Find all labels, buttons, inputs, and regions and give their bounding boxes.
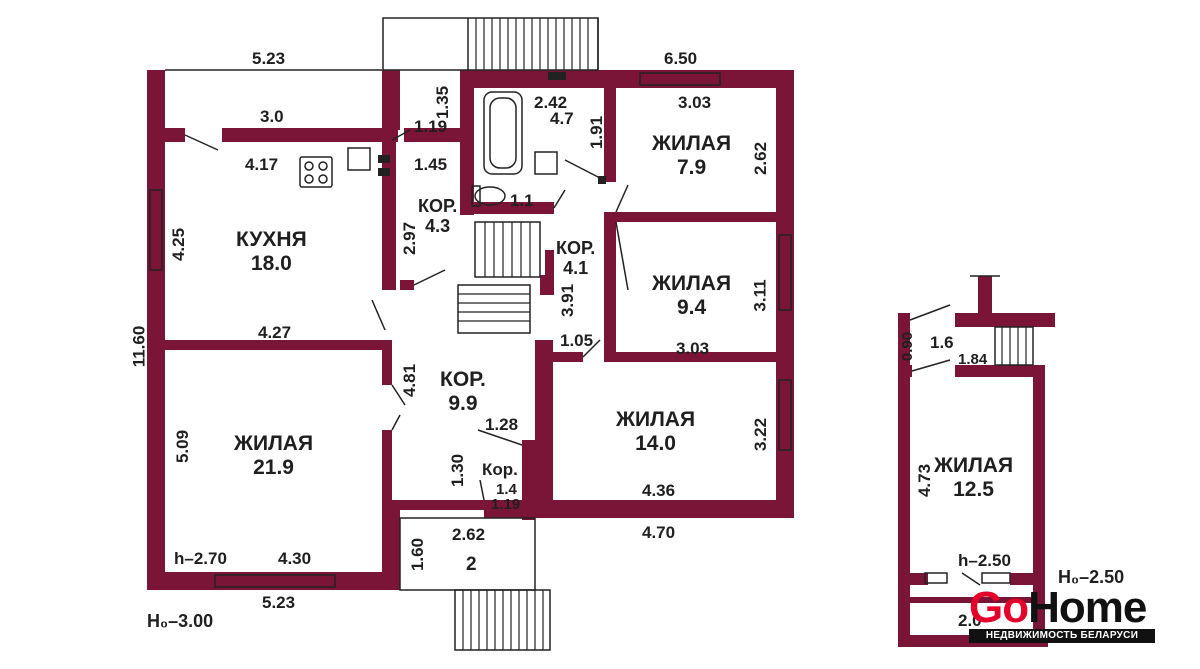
room-corridor-9-9-area: 9.9 bbox=[448, 391, 478, 415]
dim-1-6: 1.6 bbox=[930, 333, 954, 352]
room-bedroom-21-9-name: ЖИЛАЯ bbox=[234, 432, 314, 455]
room-attic-bedroom-name: ЖИЛАЯ bbox=[934, 454, 1014, 477]
level-attic: H₀–2.50 bbox=[1058, 567, 1125, 587]
dim-4-27: 4.27 bbox=[258, 323, 292, 342]
dim-4-25: 4.25 bbox=[169, 227, 189, 262]
dim-1-91: 1.91 bbox=[587, 115, 607, 150]
dim-4-81: 4.81 bbox=[400, 363, 420, 398]
room-bedroom-21-9: ЖИЛАЯ 21.9 bbox=[234, 432, 313, 479]
dim-1-1: 1.1 bbox=[510, 191, 534, 210]
dim-1-05: 1.05 bbox=[560, 331, 594, 350]
outline-lines bbox=[149, 17, 1034, 651]
room-corridor-4-3-name: КОР. bbox=[418, 196, 458, 216]
small-fixtures bbox=[378, 72, 606, 184]
logo-tagline: НЕДВИЖИМОСТЬ БЕЛАРУСИ bbox=[969, 629, 1155, 643]
room-corridor-9-9-name: КОР. bbox=[440, 368, 486, 391]
room-bedroom-7-9: ЖИЛАЯ 7.9 bbox=[652, 132, 731, 179]
gohome-logo: GoHome НЕДВИЖИМОСТЬ БЕЛАРУСИ bbox=[969, 583, 1159, 643]
dim-total-height: 11.60 bbox=[129, 325, 149, 368]
dim-3-22: 3.22 bbox=[751, 417, 771, 452]
dim-0-90: 0.90 bbox=[899, 331, 917, 362]
dim-3-11: 3.11 bbox=[750, 279, 770, 312]
dim-2-42: 2.42 bbox=[534, 93, 568, 112]
dim-5-09: 5.09 bbox=[173, 429, 193, 464]
room-bedroom-14-0-area: 14.0 bbox=[635, 431, 676, 455]
room-attic-bedroom: ЖИЛАЯ 12.5 bbox=[934, 454, 1013, 501]
room-bedroom-9-4: ЖИЛАЯ 9.4 bbox=[652, 272, 731, 319]
room-bedroom-7-9-area: 7.9 bbox=[676, 155, 707, 179]
dim-2-62-porch: 2.62 bbox=[452, 525, 486, 544]
dim-1-60: 1.60 bbox=[408, 537, 428, 572]
dim-terrace-depth: 3.0 bbox=[260, 107, 284, 126]
dim-3-03-top: 3.03 bbox=[678, 93, 712, 112]
room-attic-bedroom-area: 12.5 bbox=[953, 477, 994, 501]
room-small-corridor: Кор. bbox=[482, 460, 518, 479]
logo-go: Go bbox=[969, 583, 1029, 632]
dim-4-17: 4.17 bbox=[245, 155, 279, 174]
ceiling-height-main: h–2.70 bbox=[174, 549, 227, 568]
room-bedroom-7-9-name: ЖИЛАЯ bbox=[652, 132, 732, 155]
dim-4-70: 4.70 bbox=[642, 523, 676, 542]
room-corridor-4-1: КОР. 4.1 bbox=[556, 238, 595, 278]
dim-2-0: 2.0 bbox=[958, 611, 982, 630]
dim-4-73: 4.73 bbox=[915, 463, 935, 498]
room-corridor-4-1-area: 4.1 bbox=[563, 258, 589, 279]
dim-1-19: 1.19 bbox=[414, 117, 448, 136]
dim-4-36: 4.36 bbox=[642, 481, 676, 500]
room-bedroom-14-0: ЖИЛАЯ 14.0 bbox=[616, 408, 695, 455]
room-corridor-4-1-name: КОР. bbox=[556, 238, 596, 258]
room-corridor-4-3: КОР. 4.3 bbox=[418, 196, 457, 236]
dim-4-30: 4.30 bbox=[278, 549, 312, 568]
dim-1-4: 1.4 bbox=[496, 481, 517, 498]
walls bbox=[147, 70, 1055, 647]
dim-1-30: 1.30 bbox=[448, 453, 468, 488]
level-main: H₀–3.00 bbox=[147, 611, 214, 631]
dim-2-97: 2.97 bbox=[400, 221, 420, 256]
dim-2-62-right: 2.62 bbox=[751, 141, 771, 176]
room-bedroom-21-9-area: 21.9 bbox=[253, 455, 294, 479]
dim-3-91: 3.91 bbox=[558, 283, 578, 318]
dim-top-right-width: 6.50 bbox=[664, 49, 698, 68]
room-kitchen: КУХНЯ 18.0 bbox=[236, 228, 307, 275]
dim-bottom-width: 5.23 bbox=[262, 593, 296, 612]
room-corridor-4-3-area: 4.3 bbox=[425, 216, 451, 237]
logo-home: Home bbox=[1028, 583, 1147, 632]
room-kitchen-name: КУХНЯ bbox=[236, 228, 307, 251]
room-kitchen-area: 18.0 bbox=[250, 251, 292, 275]
dim-1-19-small: 1.19 bbox=[491, 496, 521, 513]
room-porch: 2 bbox=[466, 554, 477, 575]
dim-1-35: 1.35 bbox=[433, 85, 453, 120]
room-corridor-9-9: КОР. 9.9 bbox=[440, 368, 486, 415]
dim-top-width: 5.23 bbox=[252, 49, 286, 68]
ceiling-height-attic: h–2.50 bbox=[958, 551, 1011, 570]
room-bedroom-9-4-name: ЖИЛАЯ bbox=[652, 272, 732, 295]
dim-1-28: 1.28 bbox=[485, 415, 519, 434]
dim-3-03-mid: 3.03 bbox=[676, 339, 710, 358]
room-bedroom-9-4-area: 9.4 bbox=[676, 295, 707, 319]
room-bedroom-14-0-name: ЖИЛАЯ bbox=[616, 408, 696, 431]
dim-4-7: 4.7 bbox=[550, 109, 574, 128]
dim-1-84: 1.84 bbox=[958, 351, 988, 368]
dim-1-45: 1.45 bbox=[414, 155, 448, 174]
gohome-logo-text: GoHome bbox=[969, 583, 1147, 632]
